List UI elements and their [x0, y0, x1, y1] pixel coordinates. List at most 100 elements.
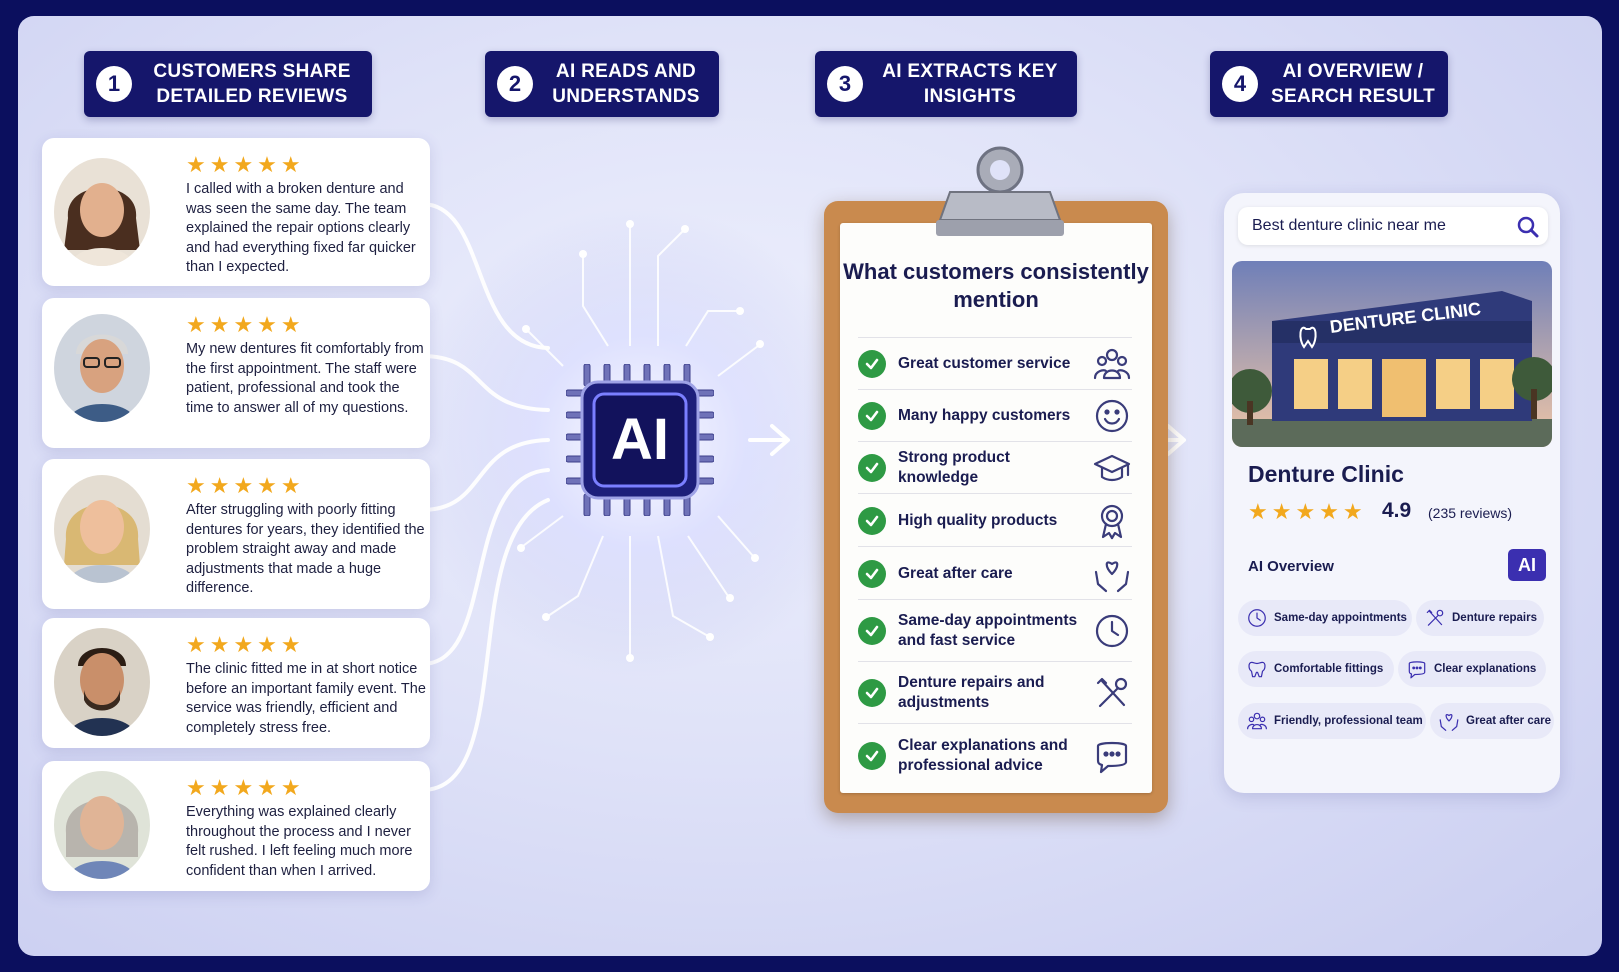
chip-label: Denture repairs: [1452, 612, 1538, 624]
chat-bubble-icon: [1096, 741, 1128, 774]
ai-overview-chip[interactable]: Same-day appointments: [1238, 600, 1412, 636]
review-card-1: ★★★★★ I called with a broken denture and…: [42, 138, 430, 286]
chip-label: Clear explanations: [1434, 663, 1537, 675]
award-ribbon-icon: [1100, 504, 1124, 539]
chat-bubble-icon: [1408, 661, 1426, 679]
review-card-2: ★★★★★ My new dentures fit comfortably fr…: [42, 298, 430, 448]
ai-overview-chip[interactable]: Friendly, professional team: [1238, 703, 1426, 739]
search-bar[interactable]: Best denture clinic near me: [1238, 207, 1548, 245]
reviewer-avatar: [54, 628, 150, 736]
infographic-canvas: 1 CUSTOMERS SHARE DETAILED REVIEWS 2 AI …: [18, 16, 1602, 956]
step-4-header: 4 AI OVERVIEW / SEARCH RESULT: [1210, 51, 1448, 117]
search-query[interactable]: Best denture clinic near me: [1252, 217, 1446, 234]
review-card-4: ★★★★★ The clinic fitted me in at short n…: [42, 618, 430, 748]
insight-row: Great customer service: [858, 337, 1132, 390]
tooth-icon: [1248, 661, 1266, 678]
review-text: Everything was explained clearly through…: [186, 804, 413, 879]
tools-icon: [1426, 609, 1444, 626]
reviewer-avatar: [54, 771, 150, 879]
smiley-icon: [1095, 399, 1129, 433]
check-icon: [858, 742, 886, 770]
clipboard-paper: What customers consistently mention Grea…: [840, 223, 1152, 793]
ai-overview-chip[interactable]: Clear explanations: [1398, 651, 1546, 687]
review-count[interactable]: (235 reviews): [1428, 505, 1513, 521]
step-3-header: 3 AI EXTRACTS KEY INSIGHTS: [815, 51, 1077, 117]
review-stars: ★★★★★: [186, 473, 305, 498]
heart-hands-icon: [1439, 714, 1459, 731]
review-text: After struggling with poorly fitting den…: [186, 502, 425, 597]
chip-label: Same-day appointments: [1274, 612, 1407, 624]
ai-chip: AI: [566, 364, 714, 516]
step-3-label: AI EXTRACTS KEY INSIGHTS: [882, 61, 1058, 107]
step-2-header: 2 AI READS AND UNDERSTANDS: [485, 51, 719, 117]
review-stars: ★★★★★: [186, 775, 305, 800]
clinic-name[interactable]: Denture Clinic: [1248, 461, 1404, 487]
insight-icon-wrap: [1092, 448, 1132, 488]
step-1-label: CUSTOMERS SHARE DETAILED REVIEWS: [153, 61, 351, 107]
insight-row: Great after care: [858, 546, 1132, 600]
ai-chip-label: AI: [611, 407, 669, 472]
insight-label: Clear explanations and professional advi…: [898, 737, 1068, 774]
clock-icon: [1095, 614, 1129, 648]
insight-icon-wrap: [1092, 396, 1132, 436]
review-card-3: ★★★★★ After struggling with poorly fitti…: [42, 459, 430, 609]
insight-row: Strong product knowledge: [858, 441, 1132, 494]
search-icon[interactable]: [1516, 215, 1540, 239]
insight-label: Great after care: [898, 564, 1013, 582]
ai-overview-chip[interactable]: Denture repairs: [1416, 600, 1544, 636]
insight-icon-wrap: [1092, 736, 1132, 776]
ai-overview-chip[interactable]: Comfortable fittings: [1238, 651, 1394, 687]
step-2-label: AI READS AND UNDERSTANDS: [552, 61, 700, 107]
clipboard-title: What customers consistently mention: [843, 259, 1149, 312]
insight-icon-wrap: [1092, 611, 1132, 651]
reviewer-avatar: [54, 314, 150, 422]
search-result-panel: Best denture clinic near me DENTURE CLI: [1224, 193, 1560, 793]
step-4-label: AI OVERVIEW / SEARCH RESULT: [1271, 61, 1435, 107]
review-card-5: ★★★★★ Everything was explained clearly t…: [42, 761, 430, 891]
review-text: I called with a broken denture and was s…: [186, 181, 416, 276]
insight-label: Great customer service: [898, 355, 1071, 372]
tools-icon: [1096, 677, 1128, 708]
check-icon: [858, 559, 886, 588]
check-icon: [858, 402, 886, 430]
insight-row: Clear explanations and professional advi…: [858, 723, 1132, 788]
insight-icon-wrap: [1092, 344, 1132, 384]
chip-label: Comfortable fittings: [1274, 663, 1384, 675]
step-3-number: 3: [827, 66, 863, 102]
ai-overview-chip[interactable]: Great after care: [1430, 703, 1554, 739]
ai-overview-label: AI Overview: [1248, 558, 1334, 575]
insight-row: Denture repairs and adjustments: [858, 661, 1132, 724]
insight-label: High quality products: [898, 511, 1058, 529]
insight-row: Same-day appointments and fast service: [858, 599, 1132, 662]
insight-row: High quality products: [858, 493, 1132, 547]
step-1-number: 1: [96, 66, 132, 102]
check-icon: [858, 679, 886, 707]
ai-overview-badge: AI: [1508, 549, 1546, 581]
insight-row: Many happy customers: [858, 389, 1132, 442]
rating-stars: ★★★★★: [1248, 499, 1367, 524]
check-icon: [858, 506, 886, 535]
rating-value: 4.9: [1382, 499, 1412, 522]
chip-label: Friendly, professional team: [1274, 715, 1423, 727]
step-1-header: 1 CUSTOMERS SHARE DETAILED REVIEWS: [84, 51, 372, 117]
check-icon: [858, 350, 886, 378]
heart-hands-icon: [1094, 560, 1130, 592]
insight-icon-wrap: [1092, 673, 1132, 713]
insight-icon-wrap: [1092, 501, 1132, 541]
step-4-number: 4: [1222, 66, 1258, 102]
reviewer-avatar: [54, 158, 150, 266]
review-stars: ★★★★★: [186, 632, 305, 657]
insight-label: Same-day appointments and fast service: [898, 612, 1078, 649]
step-2-number: 2: [497, 66, 533, 102]
group-icon: [1093, 348, 1131, 380]
reviewer-avatar: [54, 475, 150, 583]
clock-icon: [1248, 609, 1266, 627]
chip-pins: [566, 364, 714, 516]
insight-icon-wrap: [1092, 554, 1132, 594]
graduation-cap-icon: [1093, 454, 1131, 482]
review-text: My new dentures fit comfortably from the…: [186, 341, 424, 416]
insights-clipboard: What customers consistently mention Grea…: [824, 201, 1168, 813]
check-icon: [858, 454, 886, 482]
clipboard-clip-icon: [936, 146, 1064, 236]
clinic-photo: DENTURE CLINIC: [1232, 261, 1552, 447]
